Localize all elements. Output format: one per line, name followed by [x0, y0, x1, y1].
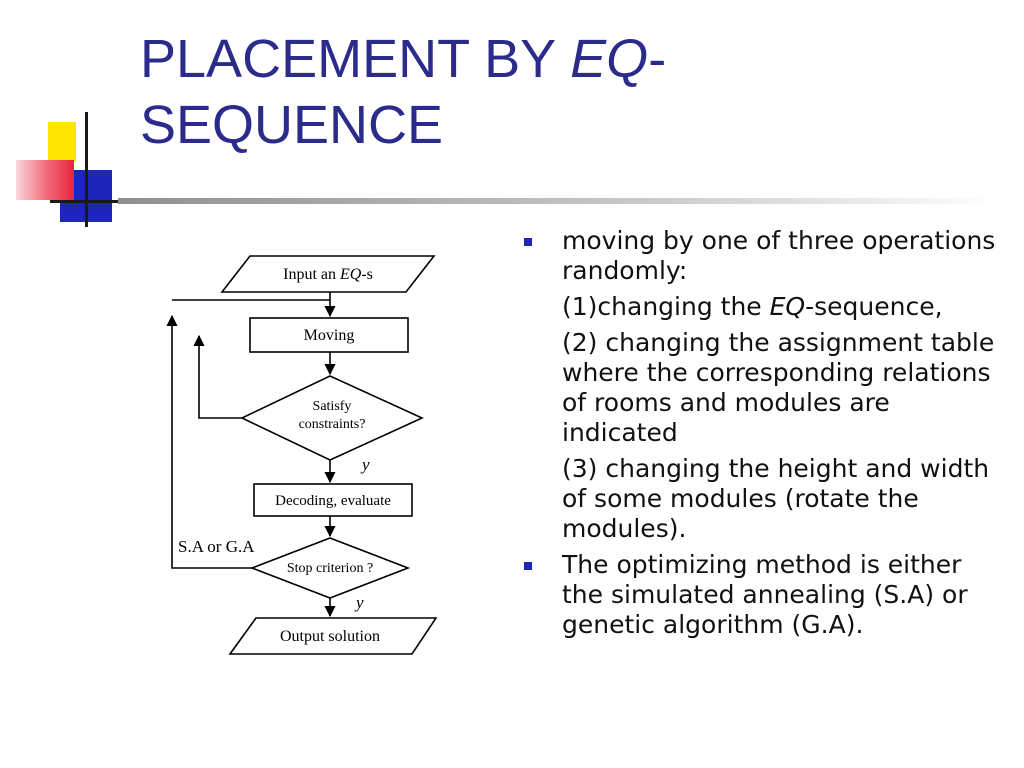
flowchart: Input an EQ-s Moving Satisfy constraints…	[166, 255, 438, 655]
bullet-item-method: The optimizing method is either the simu…	[522, 550, 1002, 640]
input-parallelogram	[220, 255, 436, 293]
outer-loop	[171, 316, 252, 569]
satisfy-no-loop	[198, 336, 242, 419]
loop-label: S.A or G.A	[178, 537, 255, 556]
decor-horizontal-line	[50, 200, 160, 203]
output-label: Output solution	[280, 628, 380, 645]
title-emphasis: EQ	[570, 29, 649, 89]
satisfy-label-line2: constraints?	[299, 417, 366, 432]
bullet-item-moving: moving by one of three operations random…	[522, 226, 1002, 544]
decoding-box	[253, 483, 413, 517]
bullet-square-icon	[524, 562, 532, 570]
satisfy-label-line1: Satisfy	[313, 399, 352, 414]
title-underline-rule	[118, 198, 998, 204]
bullet-square-icon	[524, 238, 532, 246]
title-line2: SEQUENCE	[140, 95, 444, 155]
decor-yellow-square	[48, 122, 76, 162]
bullet-text-moving: moving by one of three operations random…	[562, 226, 996, 285]
input-label: Input an EQ-s	[283, 266, 373, 283]
stop-label: Stop criterion ?	[287, 561, 373, 576]
bullet-text-method: The optimizing method is either the simu…	[562, 550, 968, 639]
yes-label-1: y	[360, 455, 370, 474]
sub-item-assignment: (2) changing the assignment table where …	[562, 328, 995, 447]
moving-box	[249, 317, 409, 353]
sub-item-height-width: (3) changing the height and width of som…	[562, 454, 990, 543]
decor-vertical-line	[85, 112, 88, 227]
decor-red-square	[16, 160, 74, 200]
moving-label: Moving	[304, 327, 355, 344]
bullet-list: moving by one of three operations random…	[522, 226, 1002, 646]
decoding-label: Decoding, evaluate	[275, 493, 391, 509]
title-suffix: -	[648, 29, 667, 89]
title-prefix: PLACEMENT BY	[140, 29, 571, 89]
output-parallelogram	[228, 617, 438, 655]
yes-label-2: y	[354, 593, 364, 612]
sub-item-eq-sequence: (1)changing the EQ-sequence,	[562, 292, 943, 321]
slide-title: PLACEMENT BY EQ- SEQUENCE	[140, 26, 760, 158]
